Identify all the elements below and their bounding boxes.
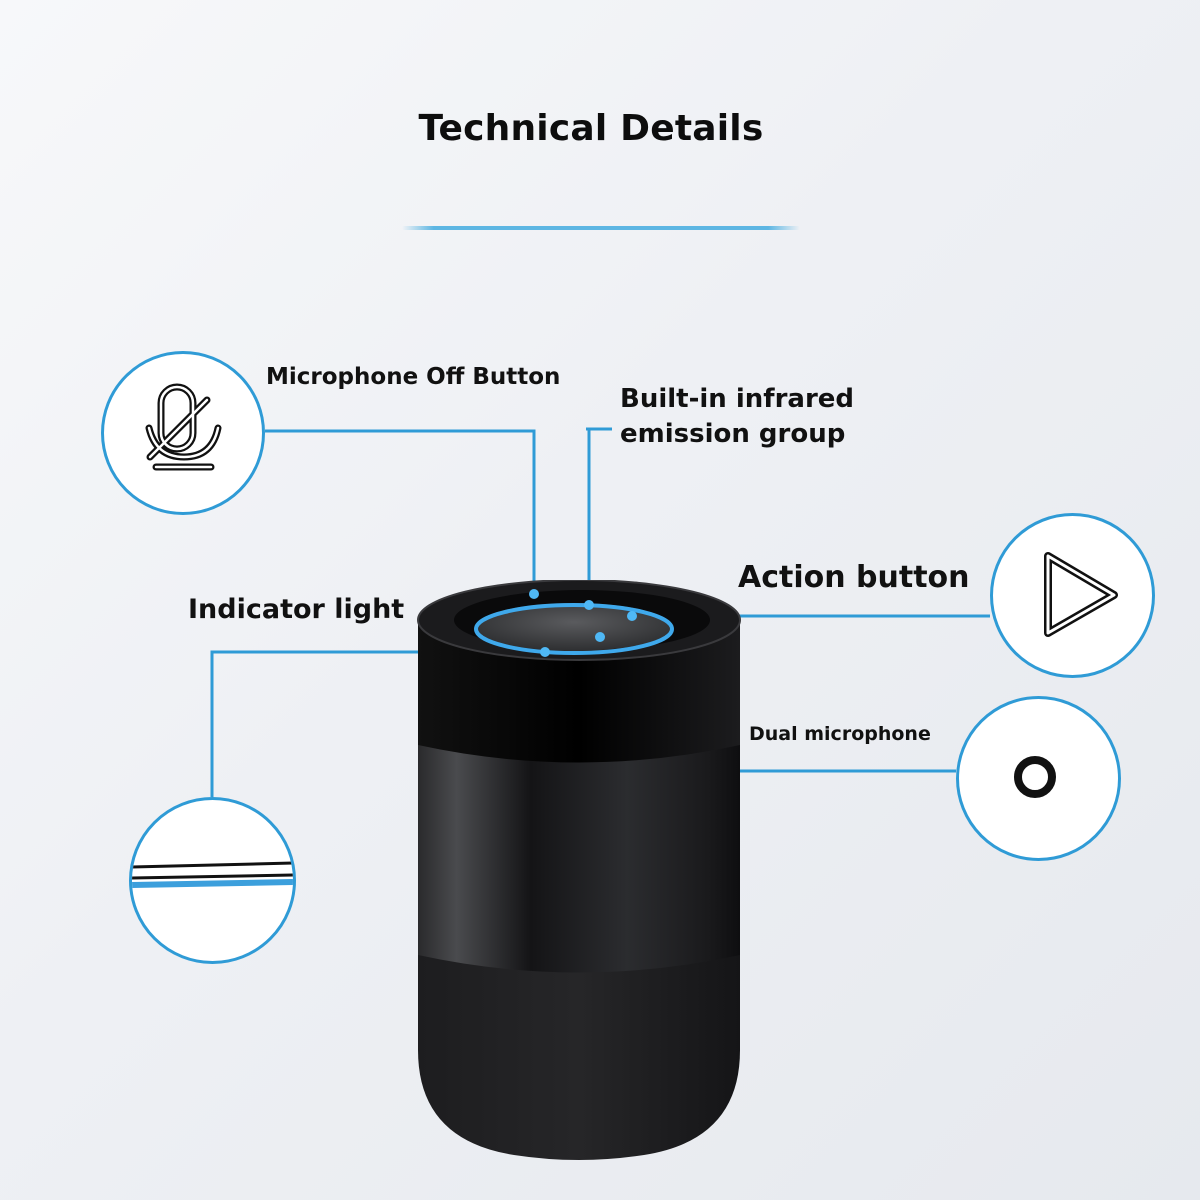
mic-off-badge bbox=[101, 351, 265, 515]
page-title: Technical Details bbox=[418, 108, 764, 149]
dual-microphone-label: Dual microphone bbox=[749, 723, 931, 745]
ring-circle-icon bbox=[1014, 756, 1056, 798]
title-divider bbox=[402, 226, 800, 230]
dual-microphone-badge bbox=[956, 696, 1121, 861]
mic-off-line bbox=[265, 429, 536, 594]
mic-off-label: Microphone Off Button bbox=[266, 364, 561, 390]
indicator-light-label: Indicator light bbox=[188, 594, 405, 625]
play-triangle-icon bbox=[1044, 552, 1118, 637]
action-button-label: Action button bbox=[738, 560, 970, 595]
action-button-badge bbox=[990, 513, 1155, 678]
light-ring-icon bbox=[132, 861, 293, 888]
speaker-product-image bbox=[417, 580, 741, 1160]
infrared-label: Built-in infrared emission group bbox=[620, 384, 855, 449]
microphone-off-icon bbox=[145, 383, 222, 471]
indicator-light-badge bbox=[129, 797, 296, 964]
